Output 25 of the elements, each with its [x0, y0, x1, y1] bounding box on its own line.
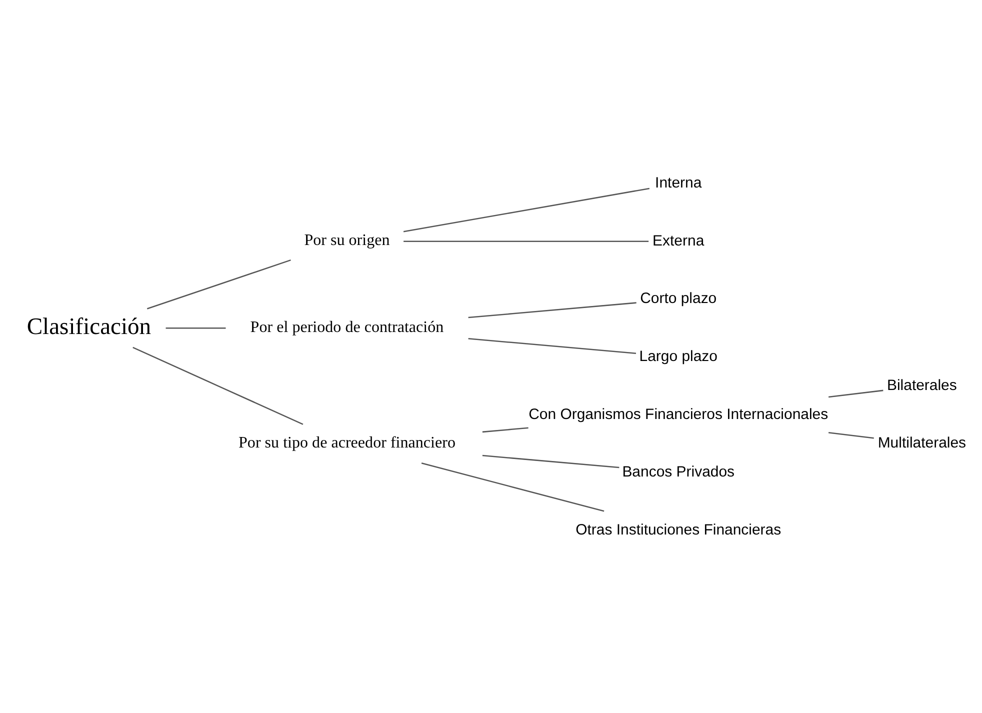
connector — [828, 432, 874, 438]
connector — [482, 454, 620, 468]
node-text: Multilaterales — [878, 434, 966, 452]
node-text: Otras Instituciones Financieras — [576, 520, 782, 538]
connector — [482, 426, 528, 432]
connector — [421, 462, 604, 512]
node-text: Por el periodo de contratación — [250, 318, 444, 336]
node-text: Corto plazo — [640, 290, 717, 307]
connector — [132, 346, 304, 424]
node-text: Con Organismos Financieros Internacionales — [528, 405, 828, 422]
connector — [468, 338, 636, 354]
node-text: Interna — [655, 174, 702, 192]
node-text: Largo plazo — [639, 347, 718, 364]
node-text: Bancos Privados — [622, 463, 735, 480]
node-text: Clasificación — [26, 314, 152, 340]
connector — [468, 302, 636, 318]
node-text: Bilaterales — [886, 376, 957, 394]
connector — [404, 240, 649, 242]
node-text: Por su tipo de acreedor financiero — [238, 434, 456, 451]
connector — [146, 258, 291, 309]
node-text: Por su origen — [304, 232, 390, 249]
connector — [403, 187, 650, 232]
connector — [828, 389, 884, 398]
node-text: Externa — [652, 232, 704, 249]
connector — [166, 326, 226, 328]
